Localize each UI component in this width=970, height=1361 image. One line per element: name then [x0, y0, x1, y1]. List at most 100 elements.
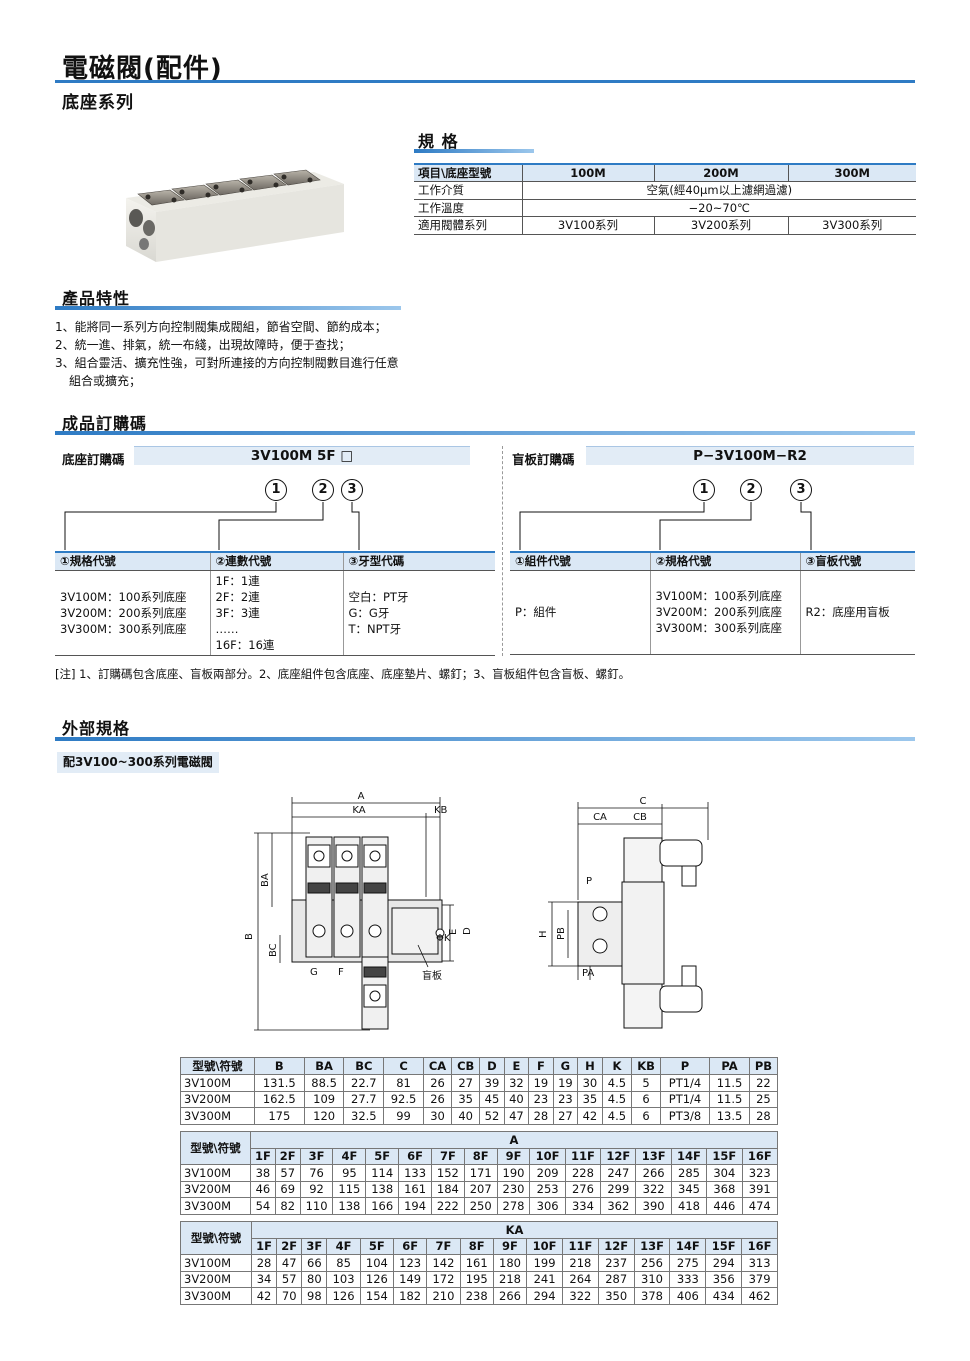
table-cell: 250: [463, 1197, 498, 1215]
table-cell: PT3/8: [659, 1107, 711, 1125]
table-cell: 27: [552, 1107, 579, 1125]
model-cell: 3V100M: [179, 1164, 252, 1182]
table-cell: PT1/4: [659, 1074, 711, 1092]
list-item: 3V200M：200系列底座: [655, 605, 783, 619]
dim-label-phik: ΦK: [436, 933, 451, 944]
dim-label-bc: BC: [268, 943, 279, 957]
spec-value: 空氣(經40μm以上濾網過濾): [521, 181, 916, 200]
table-header: 2F: [276, 1237, 303, 1255]
table-cell: 313: [741, 1254, 778, 1272]
dim-label-ka: KA: [352, 805, 365, 816]
table-cell: 434: [705, 1287, 743, 1305]
table-cell: 142: [426, 1254, 461, 1272]
table-cell: 152: [430, 1164, 465, 1182]
table-cell: 182: [392, 1287, 428, 1305]
base-code-label: 底座訂購碼: [62, 452, 125, 467]
table-header: 3F: [299, 1147, 334, 1165]
table-cell: 32: [503, 1074, 530, 1092]
dim-label-a: A: [358, 791, 365, 802]
table-cell: 85: [326, 1254, 361, 1272]
page-subtitle: 底座系列: [62, 93, 134, 113]
table-header: 12F: [600, 1147, 637, 1165]
table-cell: 294: [705, 1254, 743, 1272]
table-cell: 133: [398, 1164, 432, 1182]
table-cell: 154: [359, 1287, 395, 1305]
table-header: 12F: [597, 1237, 635, 1255]
spec-heading-rule: [414, 149, 534, 153]
table-cell: 109: [303, 1090, 345, 1108]
table-cell: 207: [463, 1180, 498, 1198]
table-header: C: [383, 1057, 424, 1075]
table-cell: 138: [332, 1197, 367, 1215]
table-cell: 35: [577, 1090, 603, 1108]
table-cell: 57: [274, 1164, 301, 1182]
external-subheading: 配3V100~300系列電磁閥: [57, 752, 219, 773]
order-heading: 成品訂購碼: [62, 414, 148, 433]
spec-value: 3V200系列: [653, 216, 788, 235]
table-cell: 23: [528, 1090, 554, 1108]
dim-label-pa: PA: [582, 968, 594, 979]
table-cell: 180: [492, 1254, 528, 1272]
table-cell: 322: [561, 1287, 599, 1305]
table-cell: 27.7: [343, 1090, 385, 1108]
list-item: ……: [215, 621, 239, 636]
table-header: KB: [631, 1057, 661, 1075]
table-cell: 82: [274, 1197, 301, 1215]
table-cell: 95: [332, 1164, 367, 1182]
table-cell: 391: [741, 1180, 778, 1198]
table-cell: 57: [276, 1270, 303, 1288]
table-header: G: [552, 1057, 579, 1075]
table-cell: 22.7: [343, 1074, 385, 1092]
table-header: 1F: [250, 1147, 276, 1165]
base-circle-2: 2: [312, 479, 334, 501]
table-cell: 266: [492, 1287, 528, 1305]
table-cell: 22: [748, 1074, 779, 1092]
table-cell: 123: [392, 1254, 428, 1272]
list-item: P：組件: [515, 605, 557, 619]
spec-row: 適用閥體系列 3V100系列 3V200系列 3V300系列: [414, 216, 916, 235]
table-cell: 166: [365, 1197, 400, 1215]
dim-label-b: B: [244, 933, 255, 940]
table-cell: 47: [503, 1107, 530, 1125]
dim-label-ca: CA: [593, 812, 607, 823]
table-cell: 126: [326, 1287, 361, 1305]
model-cell: 3V100M: [180, 1254, 252, 1272]
list-item: 3V200M：200系列底座: [60, 605, 187, 620]
order-note: [注] 1、訂購碼包含底座、盲板兩部分。2、底座組件包含底座、底座墊片、螺釘；3…: [55, 667, 631, 681]
table-cell: 149: [392, 1270, 428, 1288]
table-cell: 54: [250, 1197, 276, 1215]
list-item: 3F：3連: [215, 605, 260, 620]
base-col-header: ②連數代號: [209, 551, 343, 571]
table-cell: 276: [564, 1180, 602, 1198]
table-cell: 30: [577, 1074, 603, 1092]
table-cell: 28: [528, 1107, 554, 1125]
table-cell: 6: [631, 1090, 661, 1108]
feature-item: 2、統一進、排氣，統一布綫，出現故障時，便于查找；: [55, 338, 351, 352]
table-cell: 110: [299, 1197, 334, 1215]
table-cell: 38: [250, 1164, 276, 1182]
blind-circle-2: 2: [740, 479, 762, 501]
table-header: 2F: [274, 1147, 301, 1165]
front-view-drawing: A KA KB B BA BC G F ΦK E D 盲板: [244, 791, 473, 1031]
table-corner-header: 型號\符號: [180, 1221, 252, 1255]
table-cell: 47: [276, 1254, 303, 1272]
table-cell: 126: [359, 1270, 395, 1288]
model-cell: 3V100M: [180, 1074, 255, 1092]
title-rule: [55, 80, 915, 83]
list-item: G：G牙: [348, 605, 390, 620]
table-cell: 52: [479, 1107, 505, 1125]
spec-header: 300M: [787, 163, 916, 182]
base-code: 3V100M 5F □: [134, 446, 470, 465]
table-cell: 333: [669, 1270, 707, 1288]
table-header: F: [528, 1057, 554, 1075]
table-cell: 237: [597, 1254, 635, 1272]
table-cell: 98: [301, 1287, 328, 1305]
table-cell: 306: [529, 1197, 566, 1215]
base-col-header: ③牙型代碼: [342, 551, 495, 571]
table-header: 15F: [706, 1147, 743, 1165]
table-cell: 378: [633, 1287, 671, 1305]
spec-header: 200M: [653, 163, 788, 182]
